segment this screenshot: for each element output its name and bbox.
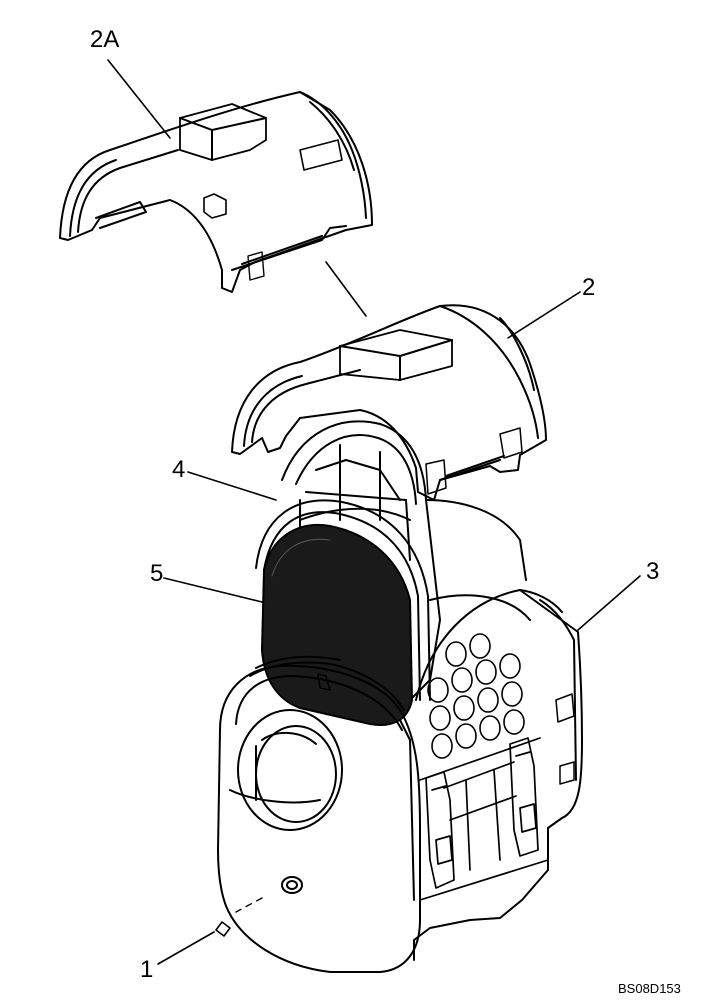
top-cover-shell-2a [59,91,373,293]
leader-1 [157,931,215,965]
leader-2 [507,291,581,339]
inner-frame-4 [281,420,531,701]
assembly-line [325,261,367,317]
callout-5: 5 [150,560,164,587]
filter-element-5 [255,499,431,726]
housing-lower-3 [413,589,583,961]
leader-3 [577,575,641,631]
leader-2a [107,59,171,139]
leader-4 [187,471,277,501]
callout-1: 1 [140,956,154,983]
leader-lines [107,59,641,965]
clamp-latches [419,737,549,901]
callout-3: 3 [646,558,660,585]
housing-2 [231,304,547,501]
honeycomb-pattern [427,633,525,759]
callout-4: 4 [172,456,186,483]
figure-code: BS08D153 [618,981,681,996]
callout-2a: 2A [90,26,120,53]
front-end-cap [215,655,421,973]
leader-5 [163,577,263,603]
callout-2: 2 [582,274,596,301]
